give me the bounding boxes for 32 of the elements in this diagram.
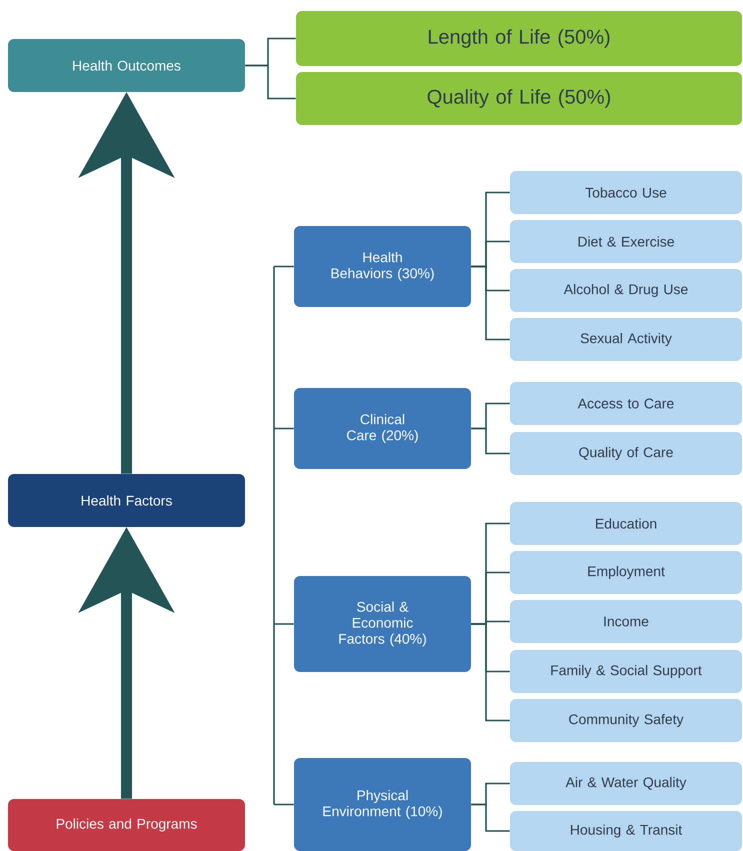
item-box: Community Safety [510, 699, 742, 742]
category-box: Social & Economic Factors (40%) [294, 576, 471, 672]
connector-line [245, 64, 296, 100]
item-box: Housing & Transit [510, 811, 742, 851]
connector-line [274, 428, 294, 430]
item-box: Education [510, 502, 742, 545]
connector-line [471, 266, 510, 340]
connector-line [274, 804, 294, 806]
connector-line [471, 804, 510, 832]
item-box: Sexual Activity [510, 318, 742, 361]
connector-line [471, 623, 510, 722]
category-box: Physical Environment (10%) [294, 758, 471, 851]
item-box: Quality of Care [510, 432, 742, 475]
category-box: Clinical Care (20%) [294, 388, 471, 469]
item-box: Employment [510, 551, 742, 594]
outcome-box: Quality of Life (50%) [296, 72, 742, 125]
item-box: Air & Water Quality [510, 762, 742, 805]
connector-line [274, 266, 294, 268]
outcome-box: Length of Life (50%) [296, 11, 742, 66]
item-box: Income [510, 600, 742, 643]
item-box: Family & Social Support [510, 650, 742, 693]
connector-line [471, 428, 510, 454]
item-box: Tobacco Use [510, 171, 742, 214]
factor-box: Health Factors [8, 474, 245, 527]
item-box: Access to Care [510, 382, 742, 425]
item-box: Diet & Exercise [510, 220, 742, 263]
program-box: Policies and Programs [8, 799, 245, 851]
item-box: Alcohol & Drug Use [510, 269, 742, 312]
outcome-box: Health Outcomes [8, 39, 245, 92]
connector-line [273, 266, 275, 804]
category-box: Health Behaviors (30%) [294, 226, 471, 307]
connector-line [274, 623, 294, 625]
